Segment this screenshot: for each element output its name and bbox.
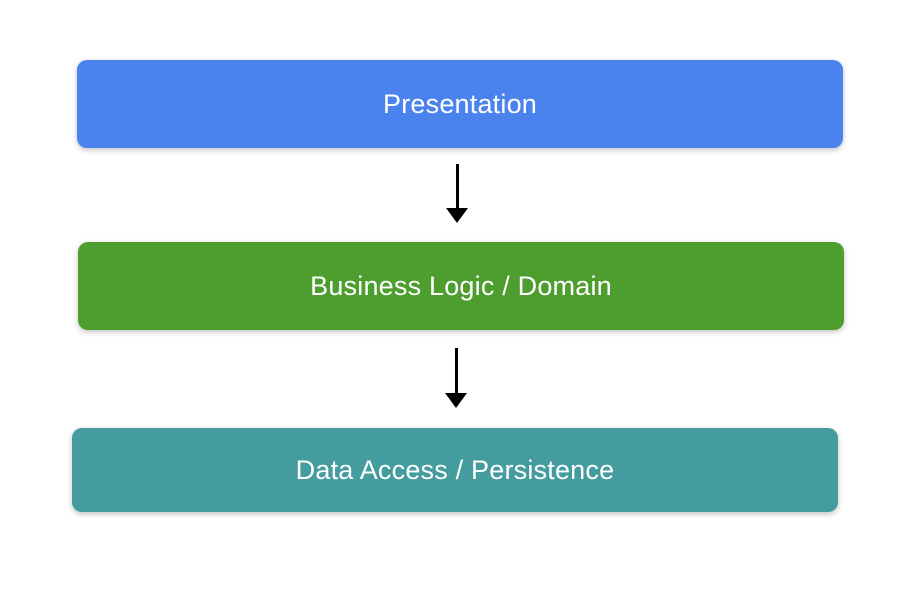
arrow-shaft: [454, 348, 458, 393]
layer-label-presentation: Presentation: [383, 88, 537, 119]
layer-label-data-access: Data Access / Persistence: [295, 454, 615, 485]
layer-box-data-access: Data Access / Persistence: [72, 428, 838, 512]
down-arrow-icon: [446, 164, 468, 223]
arrow-shaft: [455, 164, 459, 208]
layer-label-business-logic: Business Logic / Domain: [310, 270, 612, 301]
arrow-head: [445, 393, 467, 408]
down-arrow-icon: [445, 348, 467, 408]
layer-box-presentation: Presentation: [77, 60, 843, 148]
layer-box-business-logic: Business Logic / Domain: [78, 242, 844, 330]
arrow-head: [446, 208, 468, 223]
